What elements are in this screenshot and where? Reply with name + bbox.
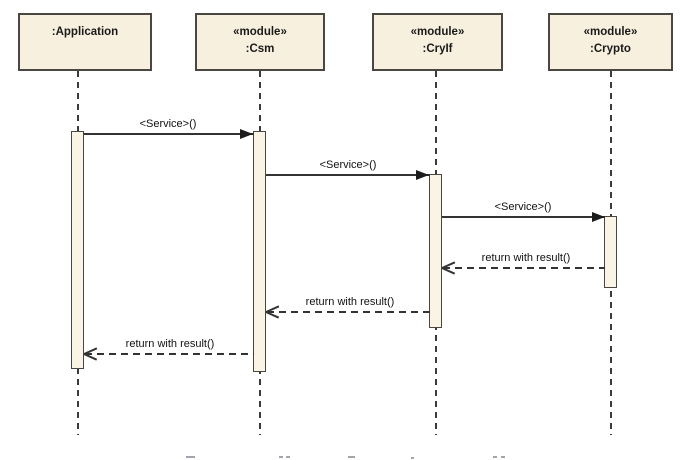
lifeline-head-csm: «module» :Csm — [195, 13, 325, 71]
cutoff-caption-fragment — [286, 456, 290, 458]
message-label: <Service>() — [139, 118, 197, 130]
arrowhead-open-icon — [266, 305, 280, 319]
message-label: return with result() — [125, 338, 215, 350]
lifeline-name: :Crypto — [590, 43, 631, 55]
arrowhead-open-icon — [84, 347, 98, 361]
message-line — [267, 311, 430, 313]
cutoff-caption-fragment — [279, 456, 283, 458]
message-line — [266, 174, 430, 176]
lifeline-head-cryif: «module» :CryIf — [372, 13, 503, 71]
message-line — [85, 353, 254, 355]
lifeline-name: :Application — [51, 26, 119, 38]
lifeline-name: :CryIf — [422, 43, 453, 55]
cutoff-caption-fragment — [501, 456, 505, 458]
arrowhead-open-icon — [442, 261, 456, 275]
stereotype-label: «module» — [583, 26, 638, 38]
activation-application — [71, 131, 84, 369]
cutoff-caption-fragment — [186, 456, 195, 458]
message-label: <Service>() — [319, 159, 377, 171]
stereotype-label: «module» — [233, 26, 287, 38]
lifeline-head-application: :Application — [18, 13, 152, 71]
arrowhead-solid-icon — [240, 129, 253, 139]
cutoff-caption-fragment — [348, 456, 355, 458]
activation-cryif — [429, 174, 442, 328]
message-label: <Service>() — [494, 201, 552, 213]
stereotype-label: «module» — [410, 26, 465, 38]
message-line — [84, 133, 254, 135]
lifeline-name: :Csm — [245, 43, 275, 55]
arrowhead-solid-icon — [416, 170, 429, 180]
message-line — [442, 216, 605, 218]
message-label: return with result() — [481, 252, 571, 264]
message-line — [443, 267, 605, 269]
cutoff-caption-fragment — [493, 456, 497, 458]
lifeline-head-crypto: «module» :Crypto — [548, 13, 673, 71]
activation-crypto — [604, 216, 617, 288]
message-label: return with result() — [305, 296, 395, 308]
activation-csm — [253, 131, 266, 372]
cutoff-caption-fragment — [411, 457, 414, 459]
arrowhead-solid-icon — [592, 212, 605, 222]
